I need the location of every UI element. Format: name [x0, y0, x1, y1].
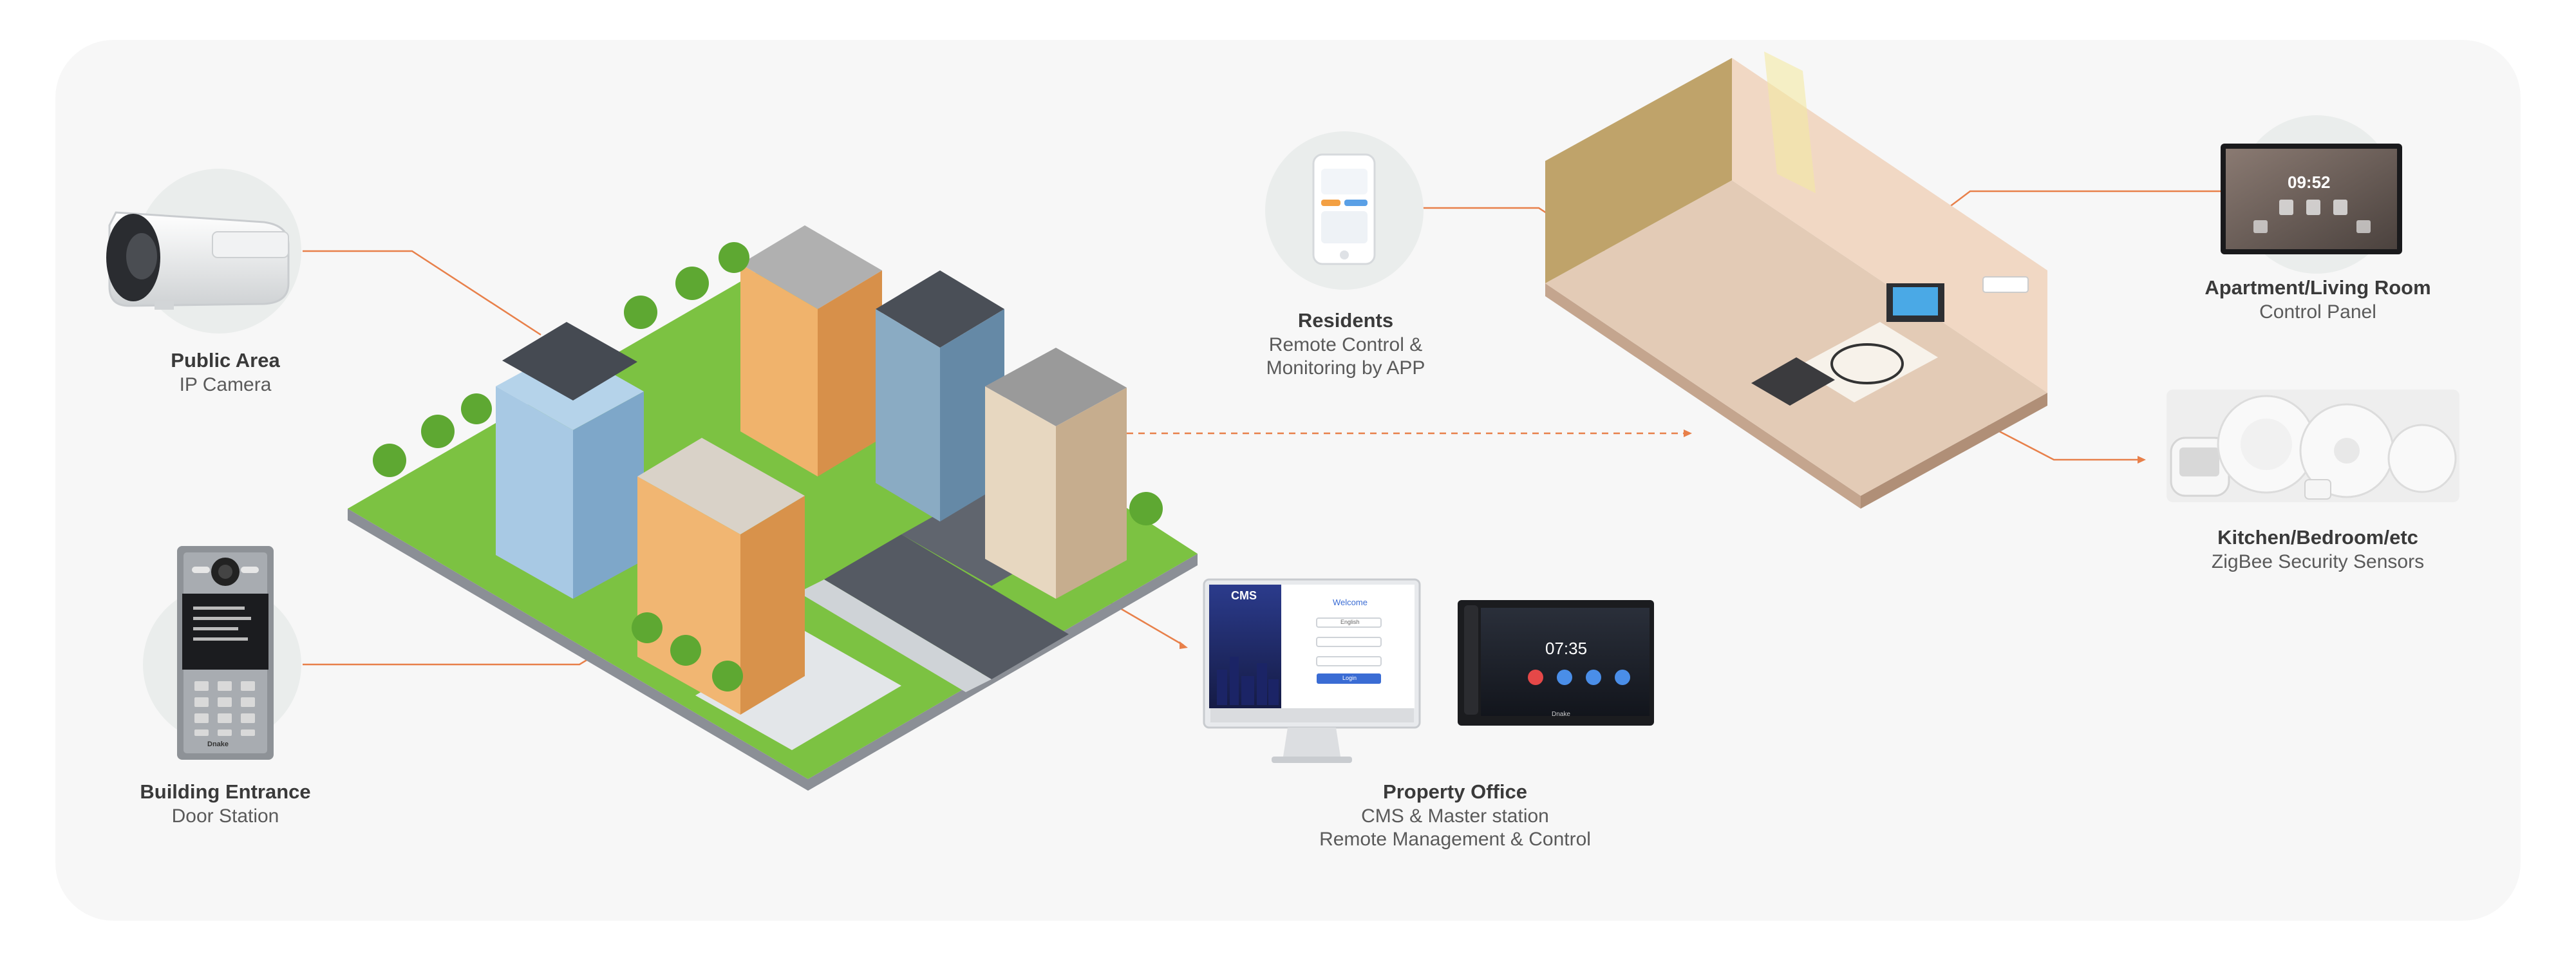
connector-camera — [303, 250, 541, 336]
label-kitchen-sub: ZigBee Security Sensors — [2211, 551, 2425, 572]
cms-monitor-icon — [1203, 578, 1421, 763]
city-road — [824, 534, 1069, 679]
label-apartment: Apartment/Living Room Control Panel — [2183, 275, 2453, 324]
door-station-brand: Dnake — [207, 740, 229, 748]
label-building-entrance: Building Entrance Door Station — [116, 779, 335, 828]
cms-welcome: Welcome — [1333, 598, 1368, 607]
master-station-brand: Dnake — [1552, 711, 1570, 718]
apartment-illustration — [1545, 52, 2047, 509]
zigbee-sensors-icon — [2167, 390, 2459, 502]
label-residents: Residents Remote Control & Monitoring by… — [1223, 308, 1468, 380]
label-building-entrance-sub: Door Station — [171, 805, 279, 827]
phone-app-icon — [1312, 153, 1376, 265]
label-property-office: Property Office CMS & Master station Rem… — [1275, 779, 1635, 851]
label-property-office-sub1: CMS & Master station — [1361, 805, 1549, 827]
control-panel-icon — [2221, 144, 2402, 254]
master-station-time: 07:35 — [1545, 639, 1588, 658]
label-public-area-sub: IP Camera — [179, 374, 272, 395]
apartment-wall-back — [1732, 58, 2047, 393]
city-plaza — [695, 631, 901, 750]
label-property-office-title: Property Office — [1383, 780, 1527, 803]
apartment-floor-side — [1545, 283, 1861, 509]
apartment-rug — [1796, 322, 1938, 402]
city-illustration — [348, 225, 1198, 791]
label-building-entrance-title: Building Entrance — [140, 780, 311, 803]
label-kitchen: Kitchen/Bedroom/etc ZigBee Security Sens… — [2176, 525, 2459, 574]
label-residents-sub2: Monitoring by APP — [1266, 357, 1425, 379]
label-kitchen-title: Kitchen/Bedroom/etc — [2217, 526, 2418, 549]
apartment-floor-side-2 — [1861, 393, 2047, 509]
cms-brand: CMS — [1231, 589, 1257, 602]
label-residents-sub1: Remote Control & — [1268, 334, 1423, 355]
cms-login-button[interactable]: Login — [1342, 675, 1357, 681]
master-station-icon — [1458, 600, 1654, 726]
ip-camera-icon — [106, 211, 290, 310]
label-public-area-title: Public Area — [171, 349, 280, 372]
apartment-floor — [1545, 180, 2047, 496]
label-public-area: Public Area IP Camera — [129, 348, 322, 397]
label-apartment-title: Apartment/Living Room — [2205, 276, 2431, 299]
control-panel-time: 09:52 — [2288, 173, 2331, 192]
label-property-office-sub2: Remote Management & Control — [1319, 829, 1591, 850]
door-station-icon — [177, 546, 274, 760]
city-sidewalk — [798, 579, 992, 692]
label-apartment-sub: Control Panel — [2259, 301, 2376, 323]
label-residents-title: Residents — [1297, 309, 1394, 332]
cms-language-select[interactable]: English — [1340, 619, 1360, 625]
apartment-wall-left — [1545, 58, 1732, 283]
connector-arrowheads — [1180, 429, 2146, 649]
